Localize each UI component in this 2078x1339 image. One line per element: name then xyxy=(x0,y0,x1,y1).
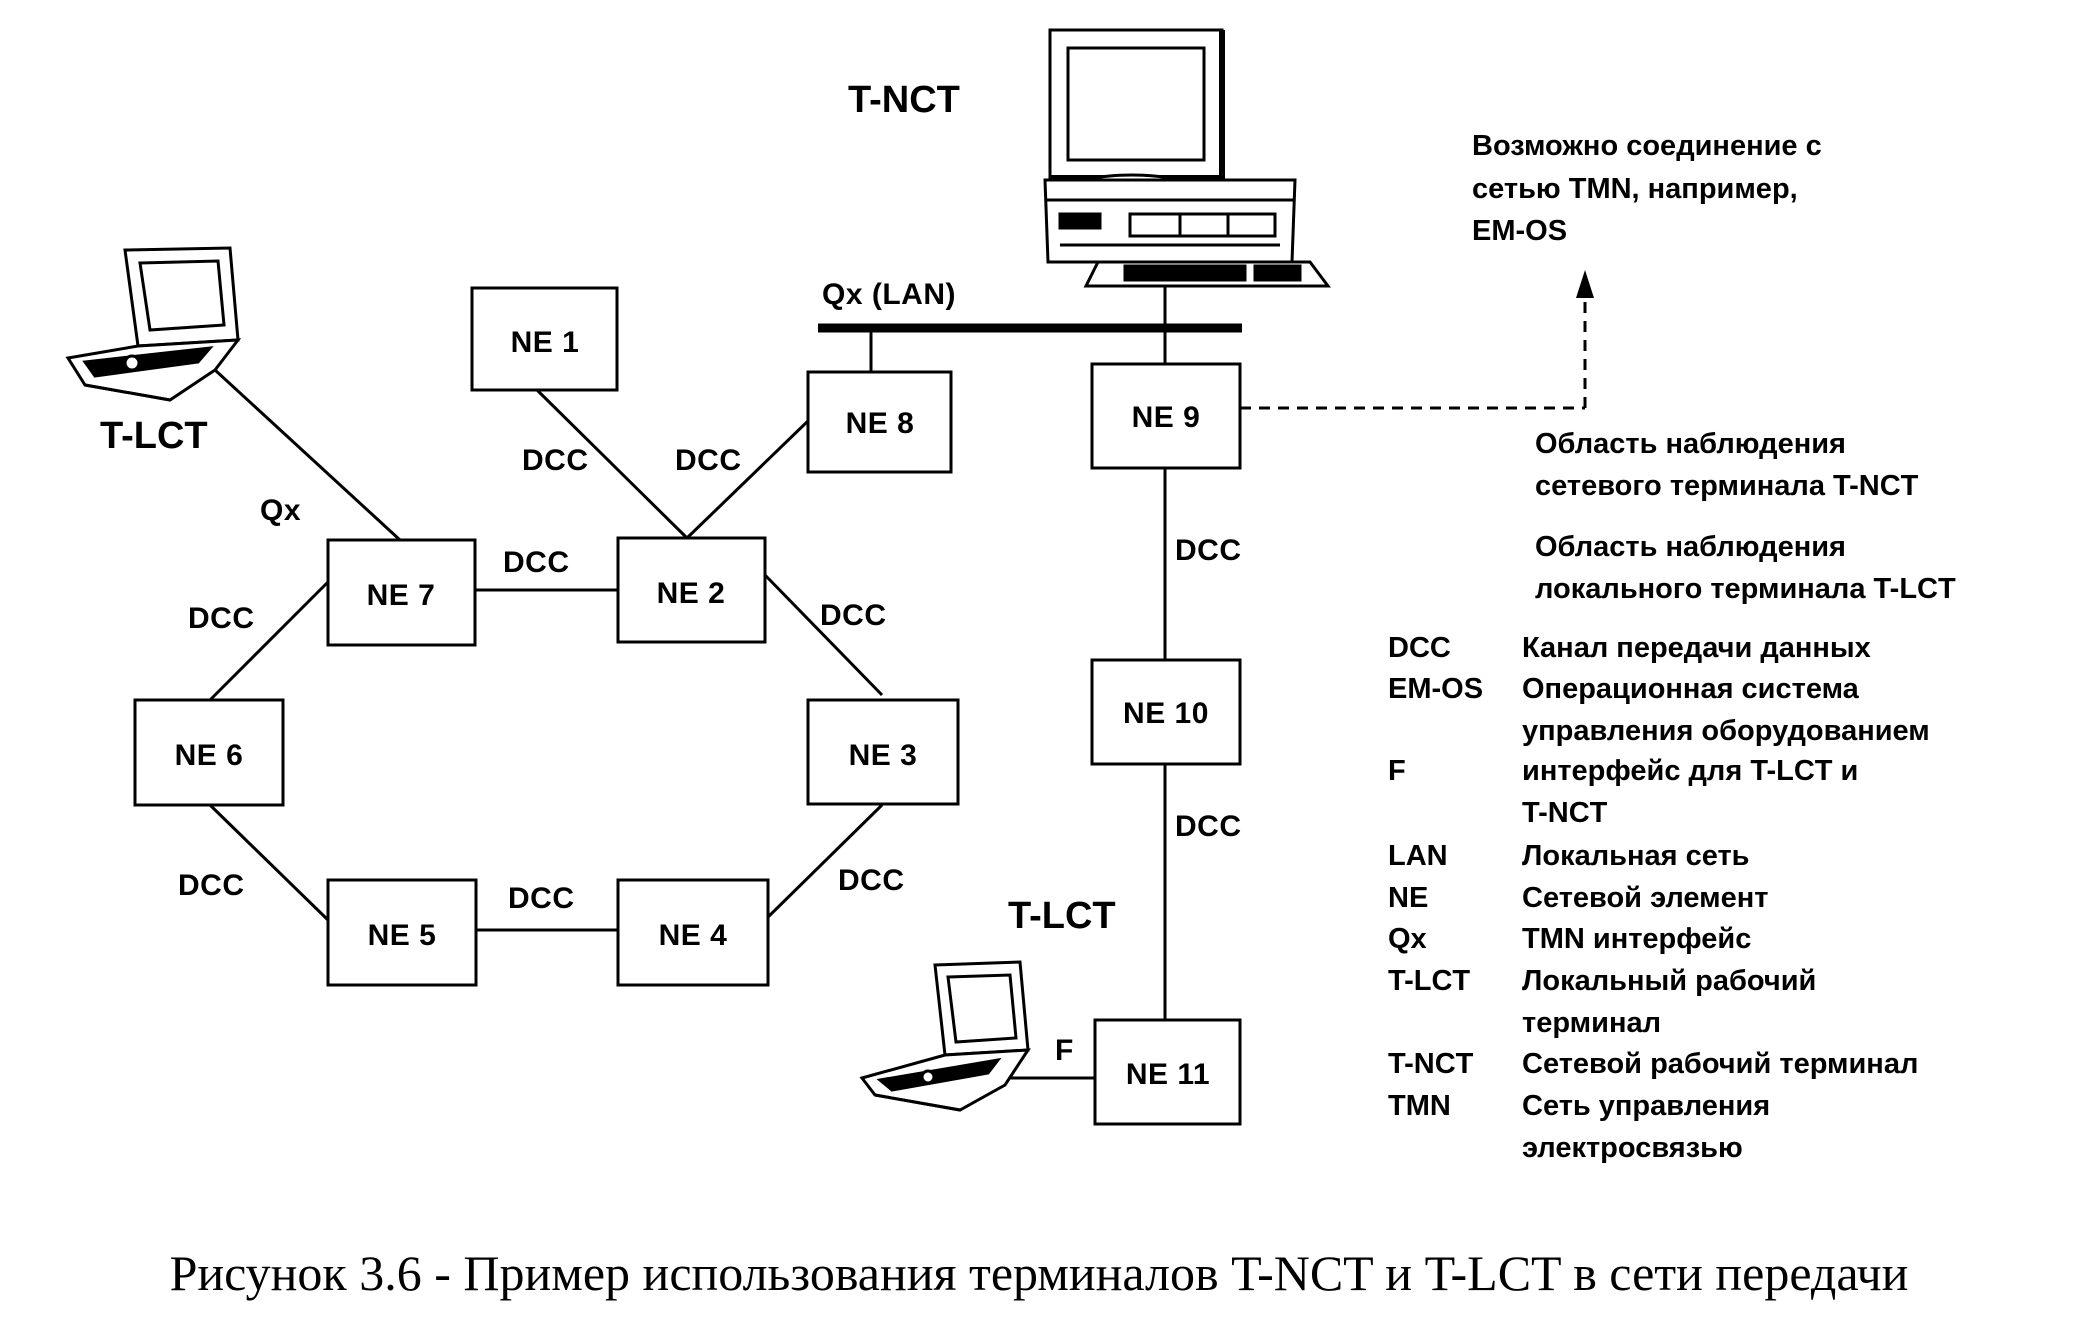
svg-text:локального терминала T-LCT: локального терминала T-LCT xyxy=(1535,573,1956,605)
legend-desc-qx: TMN интерфейс xyxy=(1522,923,1751,955)
legend-desc-tnct: Сетевой рабочий терминал xyxy=(1522,1048,1918,1080)
network-elements xyxy=(133,286,1242,1126)
tnct-label: T-NCT xyxy=(848,79,960,121)
legend-desc-tlct-2: терминал xyxy=(1522,1007,1661,1039)
connection-lines xyxy=(208,284,1167,1080)
link-ne8-ne2 xyxy=(685,418,811,540)
ne2-box xyxy=(616,536,767,644)
dcc-label-ne3-ne4: DCC xyxy=(838,864,905,897)
ne10-box xyxy=(1090,658,1242,766)
ne4-label: NE 4 xyxy=(659,919,728,952)
desktop-computer-icon xyxy=(1043,28,1331,288)
link-ne3-ne4 xyxy=(763,803,884,922)
legend-desc-tmn-1: Сеть управления xyxy=(1522,1090,1770,1122)
tmn-connection-note: Возможно соединение с сетью TMN, наприме… xyxy=(1472,130,1822,247)
ne9-box xyxy=(1090,362,1242,470)
dcc-label-ne1-ne2: DCC xyxy=(522,444,589,477)
legend-desc-f-1: интерфейс для T-LCT и xyxy=(1522,755,1858,787)
ne5-label: NE 5 xyxy=(368,919,437,952)
legend-abbr-qx: Qx xyxy=(1388,923,1427,955)
legend-desc-emos-1: Операционная система xyxy=(1522,673,1860,705)
qx-label: Qx xyxy=(260,494,301,527)
link-ne6-ne7 xyxy=(208,580,330,702)
legend-abbr-dcc: DCC xyxy=(1388,632,1451,664)
laptop-left-icon xyxy=(65,246,242,402)
legend-desc-lan: Локальная сеть xyxy=(1522,840,1749,872)
legend: DCC Канал передачи данных EM-OS Операцио… xyxy=(1388,632,1930,1164)
tnct-area-note: Область наблюдения сетевого терминала T-… xyxy=(1535,428,1919,502)
tlct-bottom-label: T-LCT xyxy=(1008,895,1116,937)
dcc-label-ne10-ne11: DCC xyxy=(1175,810,1242,843)
legend-desc-f-2: T-NCT xyxy=(1522,797,1608,829)
tlct-left-label: T-LCT xyxy=(100,415,208,457)
link-qx-tlct xyxy=(213,368,402,542)
link-ne2-ne3 xyxy=(763,573,884,697)
ne3-box xyxy=(806,698,960,806)
link-ne1-ne2 xyxy=(535,388,689,540)
dcc-label-ne6-ne7: DCC xyxy=(188,602,255,635)
legend-desc-ne: Сетевой элемент xyxy=(1522,882,1768,914)
ne4-box xyxy=(616,878,770,987)
ne7-box xyxy=(326,538,477,647)
dcc-label-ne9-ne10: DCC xyxy=(1175,534,1242,567)
tlct-area-note: Область наблюдения локального терминала … xyxy=(1535,531,1956,605)
dcc-label-ne4-ne5: DCC xyxy=(508,882,575,915)
tmn-dashed-link xyxy=(1240,300,1587,410)
dcc-label-ne2-ne3: DCC xyxy=(820,599,887,632)
legend-abbr-emos: EM-OS xyxy=(1388,673,1483,705)
legend-desc-dcc: Канал передачи данных xyxy=(1522,632,1871,664)
legend-desc-tlct-1: Локальный рабочий xyxy=(1522,965,1816,997)
legend-desc-emos-2: управления оборудованием xyxy=(1522,715,1930,747)
ne6-label: NE 6 xyxy=(175,739,244,772)
link-ne5-ne6 xyxy=(208,803,330,922)
ne5-box xyxy=(326,878,478,987)
ne11-box xyxy=(1093,1018,1242,1126)
arrow-up-icon xyxy=(1576,270,1594,298)
legend-abbr-tmn: TMN xyxy=(1388,1090,1451,1122)
laptop-bottom-icon xyxy=(859,960,1031,1112)
f-label: F xyxy=(1055,1034,1074,1067)
ne8-label: NE 8 xyxy=(846,407,915,440)
figure-caption: Рисунок 3.6 - Пример использования терми… xyxy=(170,1245,1909,1301)
ne1-label: NE 1 xyxy=(511,326,580,359)
legend-abbr-tnct: T-NCT xyxy=(1388,1048,1474,1080)
svg-text:EM-OS: EM-OS xyxy=(1472,215,1567,247)
legend-abbr-tlct: T-LCT xyxy=(1388,965,1470,997)
ne1-box xyxy=(470,286,619,392)
legend-abbr-lan: LAN xyxy=(1388,840,1448,872)
ne6-box xyxy=(133,698,285,807)
ne8-box xyxy=(806,370,953,474)
dcc-label-ne7-ne2: DCC xyxy=(503,546,570,579)
svg-text:Область наблюдения: Область наблюдения xyxy=(1535,531,1846,563)
legend-abbr-f: F xyxy=(1388,755,1406,787)
ne7-label: NE 7 xyxy=(367,579,436,612)
svg-text:Возможно соединение с: Возможно соединение с xyxy=(1472,130,1822,162)
svg-text:Область наблюдения: Область наблюдения xyxy=(1535,428,1846,460)
ne10-label: NE 10 xyxy=(1123,697,1209,730)
svg-text:сетевого терминала T-NCT: сетевого терминала T-NCT xyxy=(1535,470,1919,502)
dcc-label-ne5-ne6: DCC xyxy=(178,869,245,902)
dcc-label-ne8-ne2: DCC xyxy=(675,444,742,477)
svg-text:сетью TMN, например,: сетью TMN, например, xyxy=(1472,173,1798,205)
legend-abbr-ne: NE xyxy=(1388,882,1428,914)
ne3-label: NE 3 xyxy=(849,739,918,772)
qx-lan-label: Qx (LAN) xyxy=(822,278,956,311)
legend-desc-tmn-2: электросвязью xyxy=(1522,1132,1743,1164)
ne2-label: NE 2 xyxy=(657,577,726,610)
ne11-label: NE 11 xyxy=(1126,1058,1210,1091)
ne9-label: NE 9 xyxy=(1132,401,1201,434)
